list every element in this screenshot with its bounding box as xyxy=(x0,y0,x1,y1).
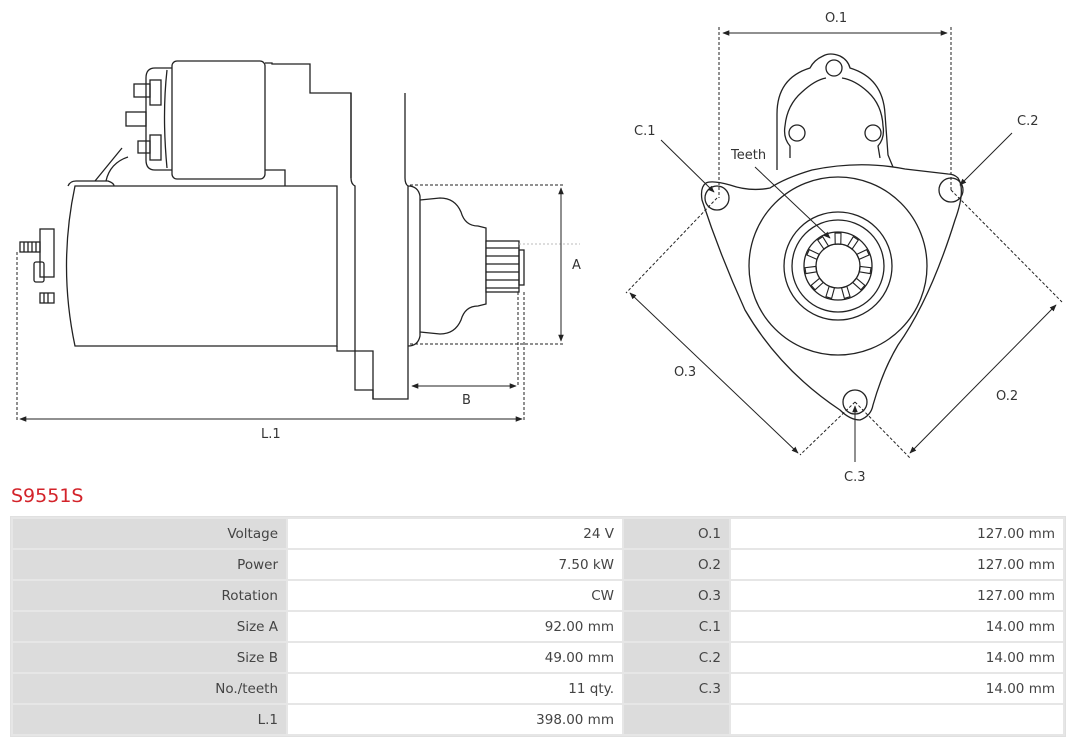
label-b: B xyxy=(462,393,471,408)
spec-label: L.1 xyxy=(13,705,286,734)
spec-label-2: C.1 xyxy=(624,612,729,641)
spec-label: Voltage xyxy=(13,519,286,548)
spec-value-2: 127.00 mm xyxy=(731,550,1063,579)
pinion-tooth xyxy=(858,265,872,275)
label-c2: C.2 xyxy=(1017,114,1038,129)
spec-label: No./teeth xyxy=(13,674,286,703)
pinion-tooth xyxy=(810,277,825,291)
pinion-tooth xyxy=(804,265,818,275)
label-l1: L.1 xyxy=(261,427,281,442)
solenoid-outline xyxy=(776,53,894,170)
mount-hole-c1 xyxy=(704,185,730,211)
spec-label-2: C.3 xyxy=(624,674,729,703)
spec-label: Size B xyxy=(13,643,286,672)
spec-label-2: O.3 xyxy=(624,581,729,610)
front-view xyxy=(700,53,964,421)
solenoid-body xyxy=(171,60,266,180)
label-c1: C.1 xyxy=(634,124,655,139)
motor-body xyxy=(65,185,338,347)
spec-label-2: O.1 xyxy=(624,519,729,548)
label-o2: O.2 xyxy=(996,389,1018,404)
front-dimensions xyxy=(625,27,1063,462)
dimension-o3-line xyxy=(629,292,799,454)
spec-value-2 xyxy=(731,705,1063,734)
pinion-tooth xyxy=(806,248,821,261)
pinion-teeth xyxy=(804,232,872,300)
side-dimensions xyxy=(16,184,580,422)
spec-value: 24 V xyxy=(288,519,622,548)
pinion-tooth xyxy=(825,285,836,300)
technical-drawing: A B L.1 O.1 C.1 C.2 Teeth O.3 xyxy=(16,11,1063,485)
spec-label: Size A xyxy=(13,612,286,641)
spec-value: 11 qty. xyxy=(288,674,622,703)
spec-label-2: O.2 xyxy=(624,550,729,579)
label-o3: O.3 xyxy=(674,365,696,380)
label-c3: C.3 xyxy=(844,470,865,485)
spec-value: CW xyxy=(288,581,622,610)
pinion-tooth xyxy=(816,235,830,250)
pinion-tooth xyxy=(846,235,860,250)
pinion xyxy=(485,240,520,293)
spec-label: Rotation xyxy=(13,581,286,610)
pinion-tooth xyxy=(840,285,851,300)
spec-value-2: 14.00 mm xyxy=(731,643,1063,672)
spec-label-2 xyxy=(624,705,729,734)
terminal-strap xyxy=(67,180,115,187)
drive-flange xyxy=(350,93,409,400)
spec-value-2: 14.00 mm xyxy=(731,612,1063,641)
spec-value: 398.00 mm xyxy=(288,705,622,734)
spec-value-2: 127.00 mm xyxy=(731,519,1063,548)
pinion-tooth xyxy=(834,232,842,245)
product-code: S9551S xyxy=(11,485,84,507)
dimension-o2-line xyxy=(909,304,1057,454)
spec-value: 7.50 kW xyxy=(288,550,622,579)
spec-value: 92.00 mm xyxy=(288,612,622,641)
spec-value: 49.00 mm xyxy=(288,643,622,672)
label-teeth: Teeth xyxy=(730,148,766,163)
spec-label: Power xyxy=(13,550,286,579)
label-o1: O.1 xyxy=(825,11,847,26)
spec-value-2: 14.00 mm xyxy=(731,674,1063,703)
label-a: A xyxy=(572,258,581,273)
spec-value-2: 127.00 mm xyxy=(731,581,1063,610)
spec-label-2: C.2 xyxy=(624,643,729,672)
pinion-tooth xyxy=(851,277,866,291)
side-view xyxy=(19,60,525,400)
pinion-tooth xyxy=(855,248,870,261)
